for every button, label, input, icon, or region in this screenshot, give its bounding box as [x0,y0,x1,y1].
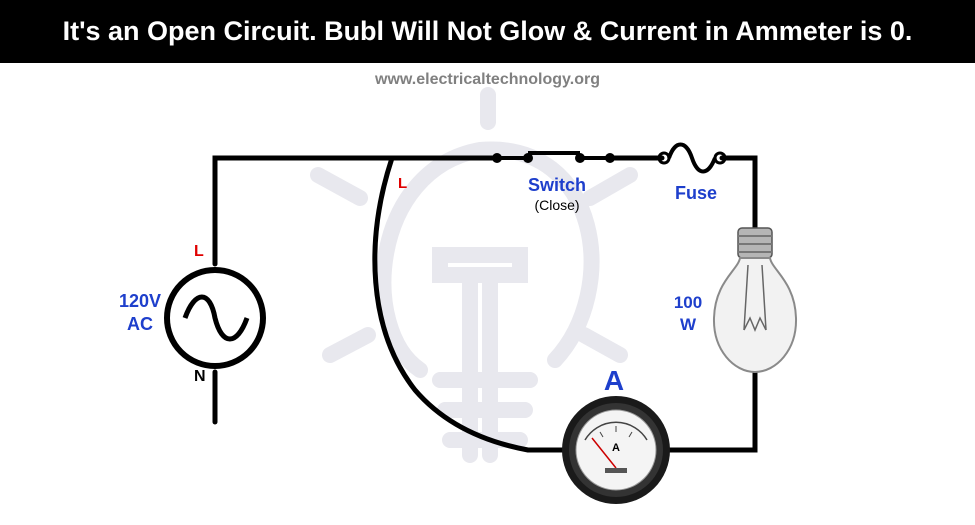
wire-live-label: L [398,175,407,192]
wire-bulb-ammeter [659,362,758,453]
switch-state-label: (Close) [534,197,579,213]
wire-source-up [212,155,500,267]
switch-label: Switch [528,175,586,195]
watermark-bulb-icon [310,87,638,463]
voltage-label-line1: 120V [119,291,161,311]
fuse-label: Fuse [675,183,717,203]
page-title: It's an Open Circuit. Bubl Will Not Glow… [0,0,975,63]
bulb-rating-line1: 100 [674,293,702,312]
ac-source-icon [164,267,266,369]
voltage-label-line2: AC [127,314,153,334]
circuit-wires [212,155,758,453]
wire-fuse-bulb [719,155,758,231]
ammeter-dial-letter: A [612,442,620,454]
bulb-rating-line2: W [680,315,697,334]
ammeter-icon: A [562,396,670,504]
wire-live-curve [372,155,573,453]
source-neutral-label: N [194,368,206,385]
ammeter-label: A [604,365,624,396]
source-live-label: L [194,243,204,260]
website-url: www.electricaltechnology.org [375,71,600,88]
fuse-symbol [657,142,727,174]
switch-symbol [492,151,615,163]
bulb-icon [712,227,798,374]
